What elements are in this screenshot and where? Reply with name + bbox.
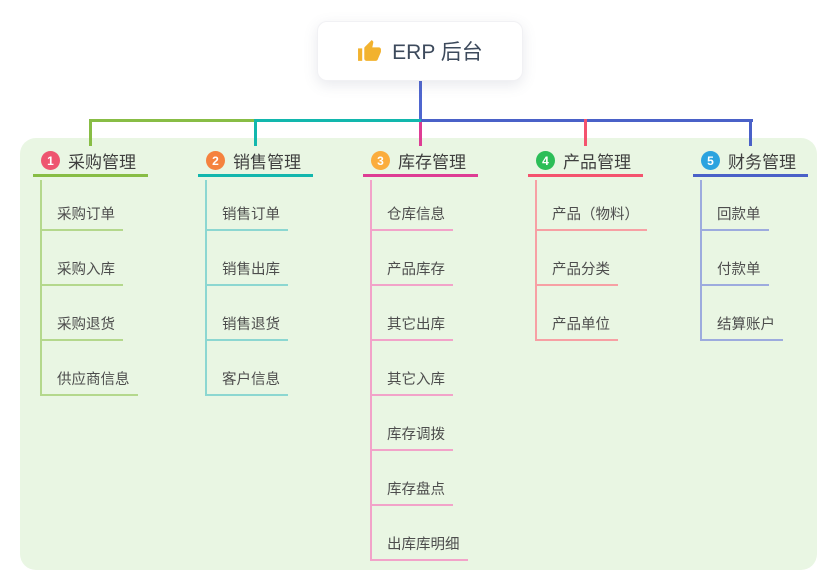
branch-node-2[interactable]: 2 销售管理 [198,147,313,177]
branch-number-badge: 3 [371,151,390,170]
connector-line [584,119,587,146]
child-node[interactable]: 采购退货 [40,311,123,341]
branch-trunk-line [205,180,207,396]
connector-line [90,119,257,122]
branch-number-badge: 4 [536,151,555,170]
branch-trunk-line [535,180,537,341]
background-panel [20,138,817,570]
root-label: ERP 后台 [392,41,483,64]
connector-line [421,119,753,122]
root-connector-line [419,81,422,122]
child-node[interactable]: 回款单 [700,201,769,231]
child-node[interactable]: 销售订单 [205,201,288,231]
branch-node-5[interactable]: 5 财务管理 [693,147,808,177]
branch-number-badge: 2 [206,151,225,170]
child-node[interactable]: 销售退货 [205,311,288,341]
child-node[interactable]: 产品库存 [370,256,453,286]
branch-node-3[interactable]: 3 库存管理 [363,147,478,177]
child-node[interactable]: 其它入库 [370,366,453,396]
connector-line [749,119,752,146]
connector-line [419,122,422,146]
child-node[interactable]: 产品分类 [535,256,618,286]
branch-trunk-line [370,180,372,561]
child-node[interactable]: 库存盘点 [370,476,453,506]
branch-number-badge: 1 [41,151,60,170]
connector-line [254,119,257,146]
root-node[interactable]: ERP 后台 [317,21,523,81]
child-node[interactable]: 采购订单 [40,201,123,231]
branch-label-text: 产品管理 [563,153,631,172]
child-node[interactable]: 产品（物料） [535,201,647,231]
thumbs-up-icon [357,39,382,64]
branch-number-badge: 5 [701,151,720,170]
branch-trunk-line [40,180,42,396]
branch-trunk-line [700,180,702,341]
branch-label-text: 销售管理 [233,153,301,172]
child-node[interactable]: 产品单位 [535,311,618,341]
connector-line [89,119,92,146]
branch-label-text: 采购管理 [68,153,136,172]
child-node[interactable]: 采购入库 [40,256,123,286]
branch-node-1[interactable]: 1 采购管理 [33,147,148,177]
child-node[interactable]: 出库库明细 [370,531,468,561]
child-node[interactable]: 供应商信息 [40,366,138,396]
child-node[interactable]: 其它出库 [370,311,453,341]
branch-label-text: 库存管理 [398,153,466,172]
connector-line [256,119,422,122]
child-node[interactable]: 客户信息 [205,366,288,396]
child-node[interactable]: 销售出库 [205,256,288,286]
child-node[interactable]: 库存调拨 [370,421,453,451]
child-node[interactable]: 付款单 [700,256,769,286]
child-node[interactable]: 结算账户 [700,311,783,341]
child-node[interactable]: 仓库信息 [370,201,453,231]
branch-node-4[interactable]: 4 产品管理 [528,147,643,177]
branch-label-text: 财务管理 [728,153,796,172]
